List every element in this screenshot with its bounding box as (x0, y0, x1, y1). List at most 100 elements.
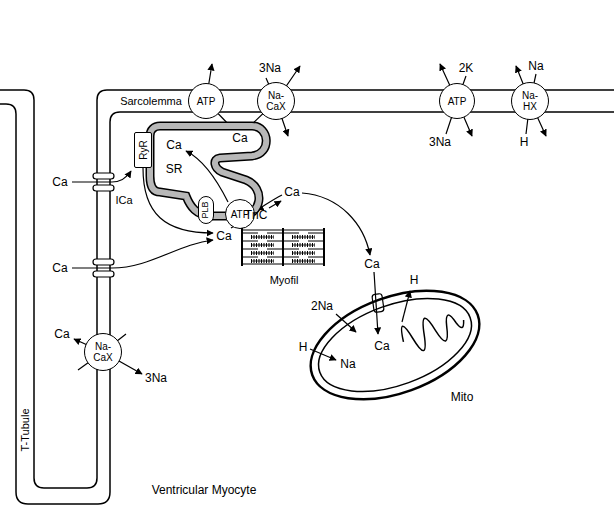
node-text: ATP (197, 96, 216, 107)
myofilament: Myofil (236, 224, 332, 288)
ion-label: Ca (52, 262, 67, 274)
calcium-channel (93, 173, 114, 277)
sarcomere-drawing (323, 228, 325, 266)
ion-label: 3Na (145, 372, 167, 384)
mitochondrion-outline (372, 293, 384, 312)
cell-membrane (0, 104, 614, 504)
flux-arrow (72, 64, 546, 374)
sarcomere-drawing (267, 233, 283, 234)
sarcomere-drawing (251, 253, 274, 254)
cell-membrane (0, 90, 614, 488)
node-text: ATP (448, 96, 467, 107)
node-text: Ca (166, 139, 181, 152)
ion-label: 3Na (259, 62, 281, 74)
sarcomere-drawing (251, 237, 274, 238)
node-text: PLB (201, 201, 211, 218)
node-text: RyR (138, 140, 149, 159)
sarcomere-drawing (251, 261, 274, 262)
protein-label: TnC (245, 209, 268, 221)
sarcomere-drawing (242, 257, 258, 258)
sarcomere-drawing (292, 243, 315, 247)
calcium-channel (93, 271, 114, 277)
mitochondrion-outline (372, 293, 384, 312)
sarcomere-drawing (251, 235, 274, 239)
sarcomere-drawing (282, 228, 284, 266)
ion-label: H (520, 136, 529, 148)
cell-label: Ventricular Myocyte (152, 484, 257, 496)
ion-label: Ca (364, 258, 379, 270)
ion-label: 2K (459, 62, 474, 74)
ion-label: Ca (52, 176, 67, 188)
sarcomere-drawing (292, 245, 315, 246)
mitochondrion-outline (306, 280, 484, 410)
ion-label: H (299, 341, 308, 353)
flux-arrow (72, 171, 131, 182)
ryanodine-receptor: RyR (134, 132, 152, 168)
ion-label: H (410, 274, 419, 286)
ion-label: Na (340, 358, 355, 370)
mitochondrion-outline (296, 270, 494, 420)
sarcomere-drawing (251, 251, 274, 255)
sarcomere-drawing (267, 249, 283, 250)
sarcomere-drawing (283, 241, 299, 242)
ion-label: Ca (216, 230, 231, 242)
sarcomere-drawing (242, 233, 258, 234)
sarcomere-drawing (283, 257, 299, 258)
sarcomere-drawing (251, 259, 274, 263)
membrane-label: Sarcolemma (120, 96, 182, 107)
ion-label: 2Na (311, 300, 333, 312)
sarcomere-drawing (267, 257, 283, 258)
ion-label: Na (528, 60, 543, 72)
calcium-channel (93, 259, 114, 265)
sarcomere-drawing (292, 259, 315, 263)
node-text: Myofil (270, 274, 299, 286)
phospholamban: PLB (198, 196, 214, 224)
atpase-pump: ATP (439, 83, 475, 119)
sarcomere-drawing (242, 230, 283, 264)
ion-label: Ca (284, 186, 299, 198)
membrane-label: T-Tubule (20, 408, 31, 451)
flux-arrow (248, 66, 300, 128)
atpase-pump: ATP (188, 83, 224, 119)
sarcomere-drawing (308, 233, 324, 234)
sarcomere-drawing (292, 253, 315, 254)
ion-label: Ca (374, 340, 389, 352)
sarcomere-drawing (251, 243, 274, 247)
calcium-channel (93, 173, 114, 179)
sarcomere-drawing (308, 257, 324, 258)
calcium-channel (93, 185, 114, 191)
flux-arrow (374, 272, 378, 334)
exchanger-circle: Na-HX (511, 82, 549, 120)
sarcomere-drawing (242, 241, 258, 242)
cell-membrane (0, 90, 614, 504)
sarcomere-drawing (283, 230, 324, 264)
sarcomere-drawing (292, 251, 315, 255)
sarcomere-drawing (242, 249, 258, 250)
sarcomere-drawing (308, 249, 324, 250)
mitochondrion-outline (296, 270, 494, 420)
sarcomere-drawing (241, 228, 243, 266)
ion-label: Ca (232, 132, 247, 144)
sarcomere-drawing (308, 241, 324, 242)
node-text: Mito (451, 391, 474, 404)
sarcomere-drawing (283, 249, 299, 250)
sarcomere-drawing (267, 241, 283, 242)
sarcomere-drawing (292, 261, 315, 262)
exchanger-circle: Na-CaX (84, 333, 122, 371)
ion-label: 3Na (429, 136, 451, 148)
node-text: Na-CaX (91, 342, 115, 363)
flux-arrow (72, 240, 213, 268)
node-text: Na-CaX (264, 91, 288, 112)
mitochondrion-outline (398, 306, 468, 356)
ion-label: Ca (54, 328, 69, 340)
exchanger-circle: Na-CaX (257, 82, 295, 120)
sarcomere-drawing (251, 245, 274, 246)
sarcomere-drawing (292, 235, 315, 239)
sarcomere-drawing (292, 237, 315, 238)
current-label: ICa (115, 195, 132, 206)
flux-arrow (402, 291, 410, 322)
node-text: SR (166, 163, 183, 176)
node-text: Na-HX (518, 91, 542, 112)
